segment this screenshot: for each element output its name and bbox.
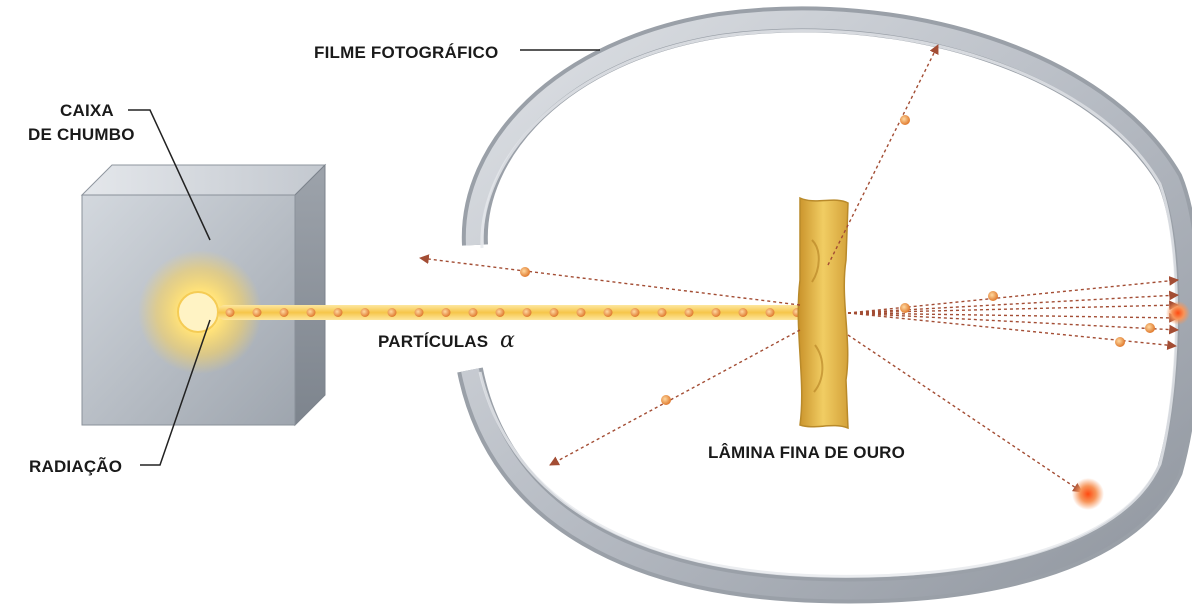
- particle-trajectories: [419, 44, 1179, 493]
- beam-particle: [630, 308, 640, 317]
- impact-spot-lower: [1072, 478, 1104, 510]
- beam-particle: [549, 308, 559, 317]
- particles-label: PARTÍCULAS: [378, 332, 488, 351]
- beam-particle: [225, 308, 235, 317]
- trajectory-particle: [661, 395, 671, 405]
- beam-particle: [738, 308, 748, 317]
- beam-particle: [414, 308, 424, 317]
- radiation-label: RADIAÇÃO: [29, 456, 122, 476]
- beam-particle: [711, 308, 721, 317]
- leader-lines: [128, 49, 600, 466]
- trajectory-particle: [900, 115, 910, 125]
- beam-particle: [306, 308, 316, 317]
- box-leader-line: [128, 109, 211, 241]
- gold-foil: [797, 196, 849, 430]
- trajectory-line: [847, 290, 1179, 314]
- trajectory-particle: [988, 291, 998, 301]
- beam-particle: [279, 308, 289, 317]
- beam-particle: [387, 308, 397, 317]
- film-label: FILME FOTOGRÁFICO: [314, 43, 498, 62]
- trajectory-particle: [900, 303, 910, 313]
- beam-particle: [252, 308, 262, 317]
- box-label-line2: DE CHUMBO: [28, 125, 135, 144]
- beam-particles: [225, 308, 802, 317]
- trajectory-line: [549, 329, 801, 466]
- trajectory-particle: [1115, 337, 1125, 347]
- trajectory-line: [419, 254, 801, 306]
- beam-particle: [441, 308, 451, 317]
- film-impacts: [1072, 301, 1190, 510]
- beam-particle: [333, 308, 343, 317]
- gold-foil-label: LÂMINA FINA DE OURO: [708, 443, 905, 462]
- beam-particle: [765, 308, 775, 317]
- beam-particle: [684, 308, 694, 317]
- radiation-leader-line: [140, 319, 211, 466]
- beam-particle: [657, 308, 667, 317]
- box-label-line1: CAIXA: [60, 101, 114, 120]
- trajectory-line: [827, 44, 939, 266]
- beam-particle: [360, 308, 370, 317]
- trajectory-line: [847, 312, 1177, 350]
- trajectory-line: [847, 312, 1179, 335]
- beam-particle: [495, 308, 505, 317]
- beam-particle: [468, 308, 478, 317]
- radiation-source: [138, 250, 262, 374]
- trajectory-line: [847, 300, 1179, 314]
- beam-particle: [603, 308, 613, 317]
- trajectory-line: [847, 312, 1179, 323]
- alpha-particle-beam: [218, 305, 828, 320]
- trajectory-particle: [520, 267, 530, 277]
- trajectory-line: [847, 276, 1179, 314]
- beam-particle: [522, 308, 532, 317]
- trajectory-particle: [1145, 323, 1155, 333]
- alpha-symbol: α: [500, 328, 515, 353]
- beam-particle: [576, 308, 586, 317]
- impact-spot-right: [1166, 301, 1190, 325]
- trajectory-line: [847, 334, 1083, 493]
